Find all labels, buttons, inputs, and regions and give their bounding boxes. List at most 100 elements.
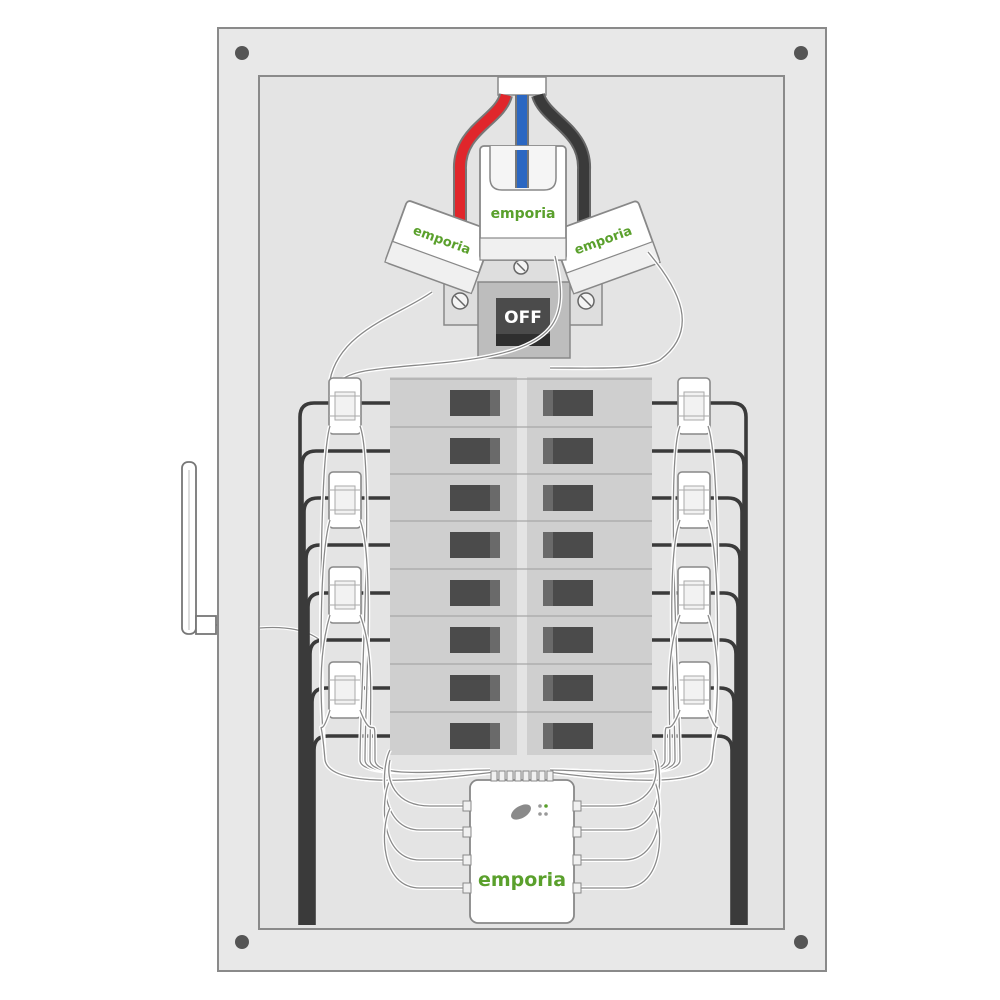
port-left — [462, 800, 472, 812]
breaker-toggle — [450, 438, 490, 464]
breaker-right — [543, 438, 593, 464]
breaker-toggle — [450, 675, 490, 701]
main-ct-clamp-left: emporia — [384, 200, 494, 295]
breaker-right — [543, 532, 593, 558]
sensor-lead — [383, 807, 470, 889]
branch-ct-clamp — [328, 661, 362, 719]
sensor-lead — [574, 807, 661, 889]
breaker-toggle-edge — [490, 532, 500, 558]
port-left — [462, 826, 472, 838]
clamp-window — [334, 485, 356, 515]
sensor-lead — [549, 709, 681, 774]
breaker-toggle — [553, 485, 593, 511]
breaker-block — [390, 377, 652, 755]
port-right — [572, 854, 582, 866]
screw-icon — [794, 46, 808, 60]
breaker-toggle — [553, 390, 593, 416]
breaker-right — [543, 485, 593, 511]
port-top — [530, 770, 538, 782]
branch-wire — [652, 638, 738, 925]
breaker-toggle — [450, 627, 490, 653]
breaker-toggle-edge — [543, 390, 553, 416]
branch-wire — [652, 401, 748, 925]
breaker-right — [543, 723, 593, 749]
clamp-window — [683, 391, 705, 421]
clamp-window — [683, 485, 705, 515]
breaker-toggle — [450, 485, 490, 511]
breaker-toggle — [450, 390, 490, 416]
port-left — [462, 854, 472, 866]
branch-wire — [302, 496, 390, 925]
breaker-toggle-edge — [543, 627, 553, 653]
sensor-lead — [388, 759, 470, 807]
breaker-toggle-edge — [490, 438, 500, 464]
breaker-toggle-edge — [543, 675, 553, 701]
breaker-toggle-edge — [490, 675, 500, 701]
sensor-lead — [383, 779, 470, 861]
screw-icon — [235, 935, 249, 949]
port-right — [572, 800, 582, 812]
breaker-toggle — [450, 580, 490, 606]
breaker-toggle-edge — [490, 723, 500, 749]
breaker-toggle — [553, 723, 593, 749]
sensor-lead — [547, 709, 719, 781]
sensor-lead — [383, 749, 470, 831]
breaker-toggle-edge — [543, 580, 553, 606]
breaker-right — [543, 627, 593, 653]
port-right — [572, 826, 582, 838]
screw-icon — [794, 935, 808, 949]
breaker-right — [543, 390, 593, 416]
branch-wire — [652, 449, 746, 925]
branch-ct-clamps — [328, 377, 711, 719]
clamp-window — [334, 391, 356, 421]
port-top — [522, 770, 530, 782]
main-clamp-cables — [328, 250, 685, 384]
breakers — [390, 378, 652, 749]
breaker-toggle-edge — [490, 485, 500, 511]
branch-wire — [300, 449, 390, 925]
breaker-left — [450, 390, 500, 416]
clamp-window — [334, 580, 356, 610]
branch-wire — [652, 543, 742, 925]
branch-wire — [652, 496, 744, 925]
breaker-toggle-edge — [543, 532, 553, 558]
breaker-toggle — [450, 532, 490, 558]
branch-wire — [298, 401, 390, 925]
breaker-toggle — [553, 438, 593, 464]
breaker-left — [450, 675, 500, 701]
port-top — [498, 770, 506, 782]
wifi-status-icon — [511, 804, 548, 820]
clamp-window — [683, 580, 705, 610]
breaker-right — [543, 580, 593, 606]
sensor-lead — [574, 749, 661, 831]
port-top — [506, 770, 514, 782]
branch-ct-clamp — [677, 471, 711, 529]
breaker-toggle-edge — [543, 438, 553, 464]
breaker-toggle-edge — [543, 485, 553, 511]
left-branch-wires — [298, 401, 390, 925]
branch-ct-clamp — [677, 377, 711, 435]
clamp-window — [683, 675, 705, 705]
port-top — [538, 770, 546, 782]
breaker-left — [450, 438, 500, 464]
branch-wire — [310, 686, 390, 925]
monitor-ports — [462, 770, 582, 894]
branch-ct-clamp — [677, 566, 711, 624]
breaker-toggle-edge — [543, 723, 553, 749]
sensor-lead — [574, 759, 657, 807]
main-breaker-label: OFF — [504, 308, 542, 328]
breaker-left — [450, 627, 500, 653]
branch-ct-clamp — [677, 661, 711, 719]
main-ct-clamp-center: emporia — [479, 145, 567, 261]
breaker-toggle — [553, 675, 593, 701]
antenna-icon — [181, 461, 222, 635]
branch-wire — [652, 734, 734, 925]
sensor-lead — [320, 709, 496, 781]
monitor-brand-label: emporia — [478, 869, 566, 891]
breaker-toggle-edge — [490, 580, 500, 606]
port-right — [572, 882, 582, 894]
port-top — [490, 770, 498, 782]
breaker-toggle — [553, 580, 593, 606]
